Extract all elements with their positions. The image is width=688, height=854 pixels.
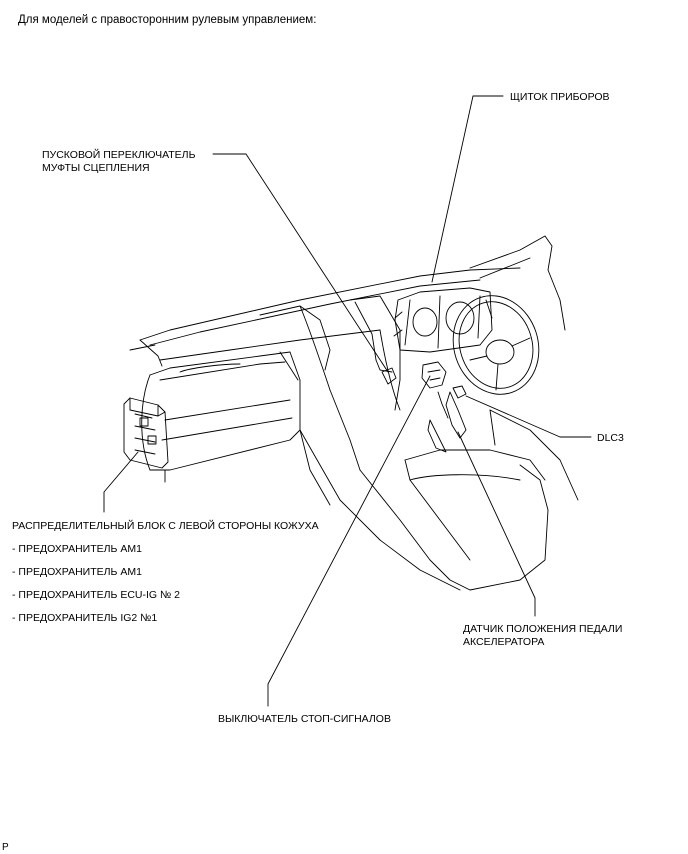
- accelerator-sensor-label-line1: ДАТЧИК ПОЛОЖЕНИЯ ПЕДАЛИ: [463, 623, 623, 635]
- junction-block: [123, 397, 169, 469]
- fuse-item: - ПРЕДОХРАНИТЕЛЬ ECU-IG № 2: [12, 589, 181, 601]
- pedal-area: [381, 361, 467, 453]
- leader-lines: [103, 95, 592, 707]
- clutch-switch-label-line1: ПУСКОВОЙ ПЕРЕКЛЮЧАТЕЛЬ: [42, 149, 196, 161]
- corner-mark: P: [2, 842, 9, 853]
- clutch-switch-label: ПУСКОВОЙ ПЕРЕКЛЮЧАТЕЛЬ МУФТЫ СЦЕПЛЕНИЯ: [42, 149, 195, 175]
- fuse-item: - ПРЕДОХРАНИТЕЛЬ AM1: [12, 566, 142, 578]
- clutch-switch-label-line2: МУФТЫ СЦЕПЛЕНИЯ: [42, 162, 150, 174]
- fuse-item: - ПРЕДОХРАНИТЕЛЬ IG2 №1: [12, 612, 158, 624]
- page-heading: Для моделей с правосторонним рулевым упр…: [18, 14, 317, 26]
- meter-label: ЩИТОК ПРИБОРОВ: [510, 91, 610, 103]
- instrument-cluster: [393, 287, 493, 353]
- fuse-item: - ПРЕДОХРАНИТЕЛЬ AM1: [12, 543, 142, 555]
- stop-lamp-switch-label: ВЫКЛЮЧАТЕЛЬ СТОП-СИГНАЛОВ: [218, 713, 391, 725]
- accelerator-sensor-label: ДАТЧИК ПОЛОЖЕНИЯ ПЕДАЛИ АКСЕЛЕРАТОРА: [463, 623, 622, 649]
- dash-outline: [129, 235, 579, 591]
- dlc3-label: DLC3: [597, 432, 624, 444]
- accelerator-sensor-label-line2: АКСЕЛЕРАТОРА: [463, 636, 545, 648]
- steering-wheel: [452, 295, 540, 395]
- junction-block-label: РАСПРЕДЕЛИТЕЛЬНЫЙ БЛОК С ЛЕВОЙ СТОРОНЫ К…: [12, 520, 319, 532]
- fuse-list: - ПРЕДОХРАНИТЕЛЬ AM1 - ПРЕДОХРАНИТЕЛЬ AM…: [12, 543, 180, 635]
